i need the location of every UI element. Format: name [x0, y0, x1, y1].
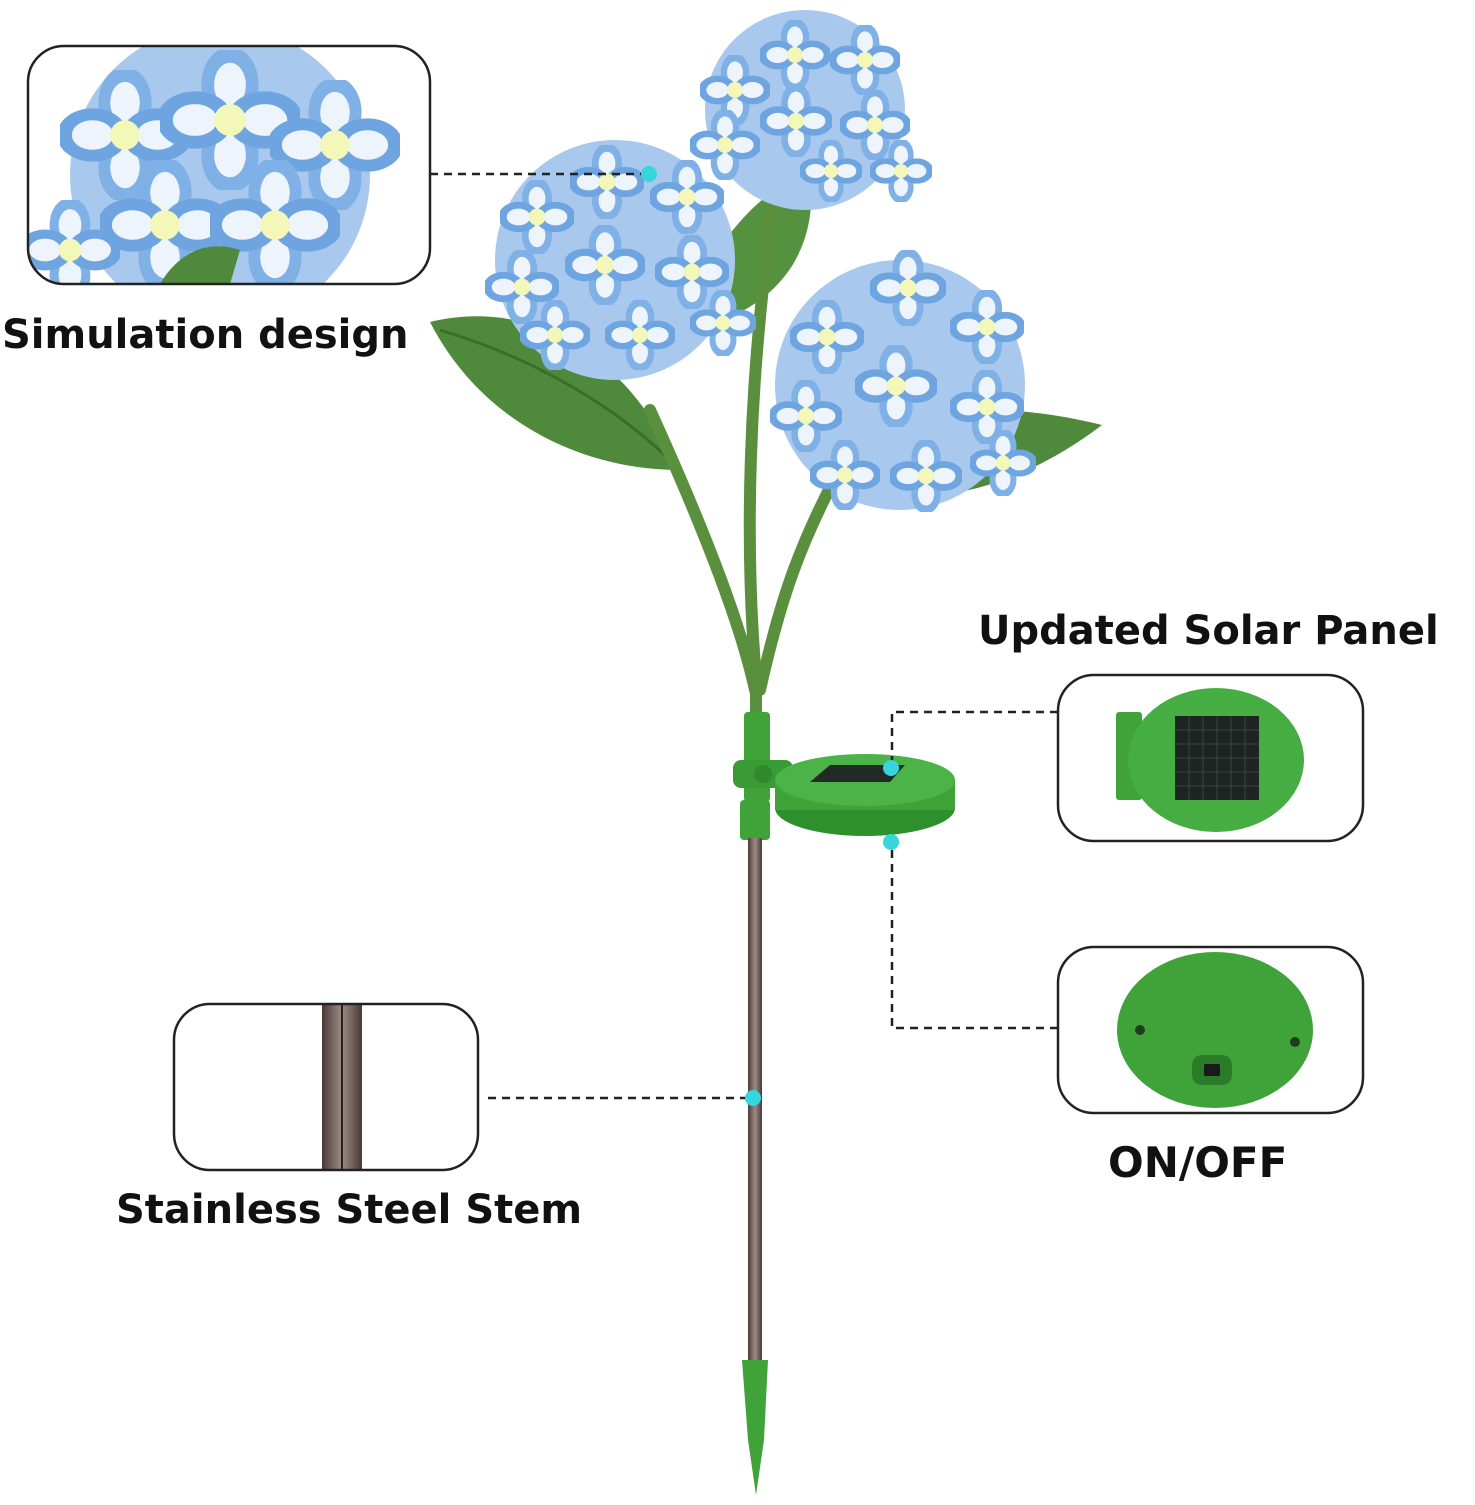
simulation-design-label: Simulation design	[2, 312, 409, 358]
on-off-label: ON/OFF	[1108, 1138, 1288, 1187]
hydrangea-flower-right	[770, 250, 1036, 512]
marker-dot	[883, 760, 899, 776]
callout-on-off	[883, 834, 1365, 1115]
solar-stake	[733, 712, 793, 1495]
marker-dot	[745, 1090, 761, 1106]
callout-simulation-design	[26, 44, 657, 286]
solar-panel-head	[775, 754, 955, 836]
stainless-steel-stem-label: Stainless Steel Stem	[116, 1187, 583, 1233]
callout-stainless-steel-stem	[172, 1002, 761, 1172]
ground-spike	[742, 1360, 768, 1495]
hydrangea-flower-top	[690, 10, 932, 210]
marker-dot	[883, 834, 899, 850]
marker-dot	[641, 166, 657, 182]
updated-solar-panel-label: Updated Solar Panel	[978, 608, 1439, 654]
callout-solar-panel	[883, 673, 1365, 843]
hydrangea-flower-left	[485, 140, 756, 380]
